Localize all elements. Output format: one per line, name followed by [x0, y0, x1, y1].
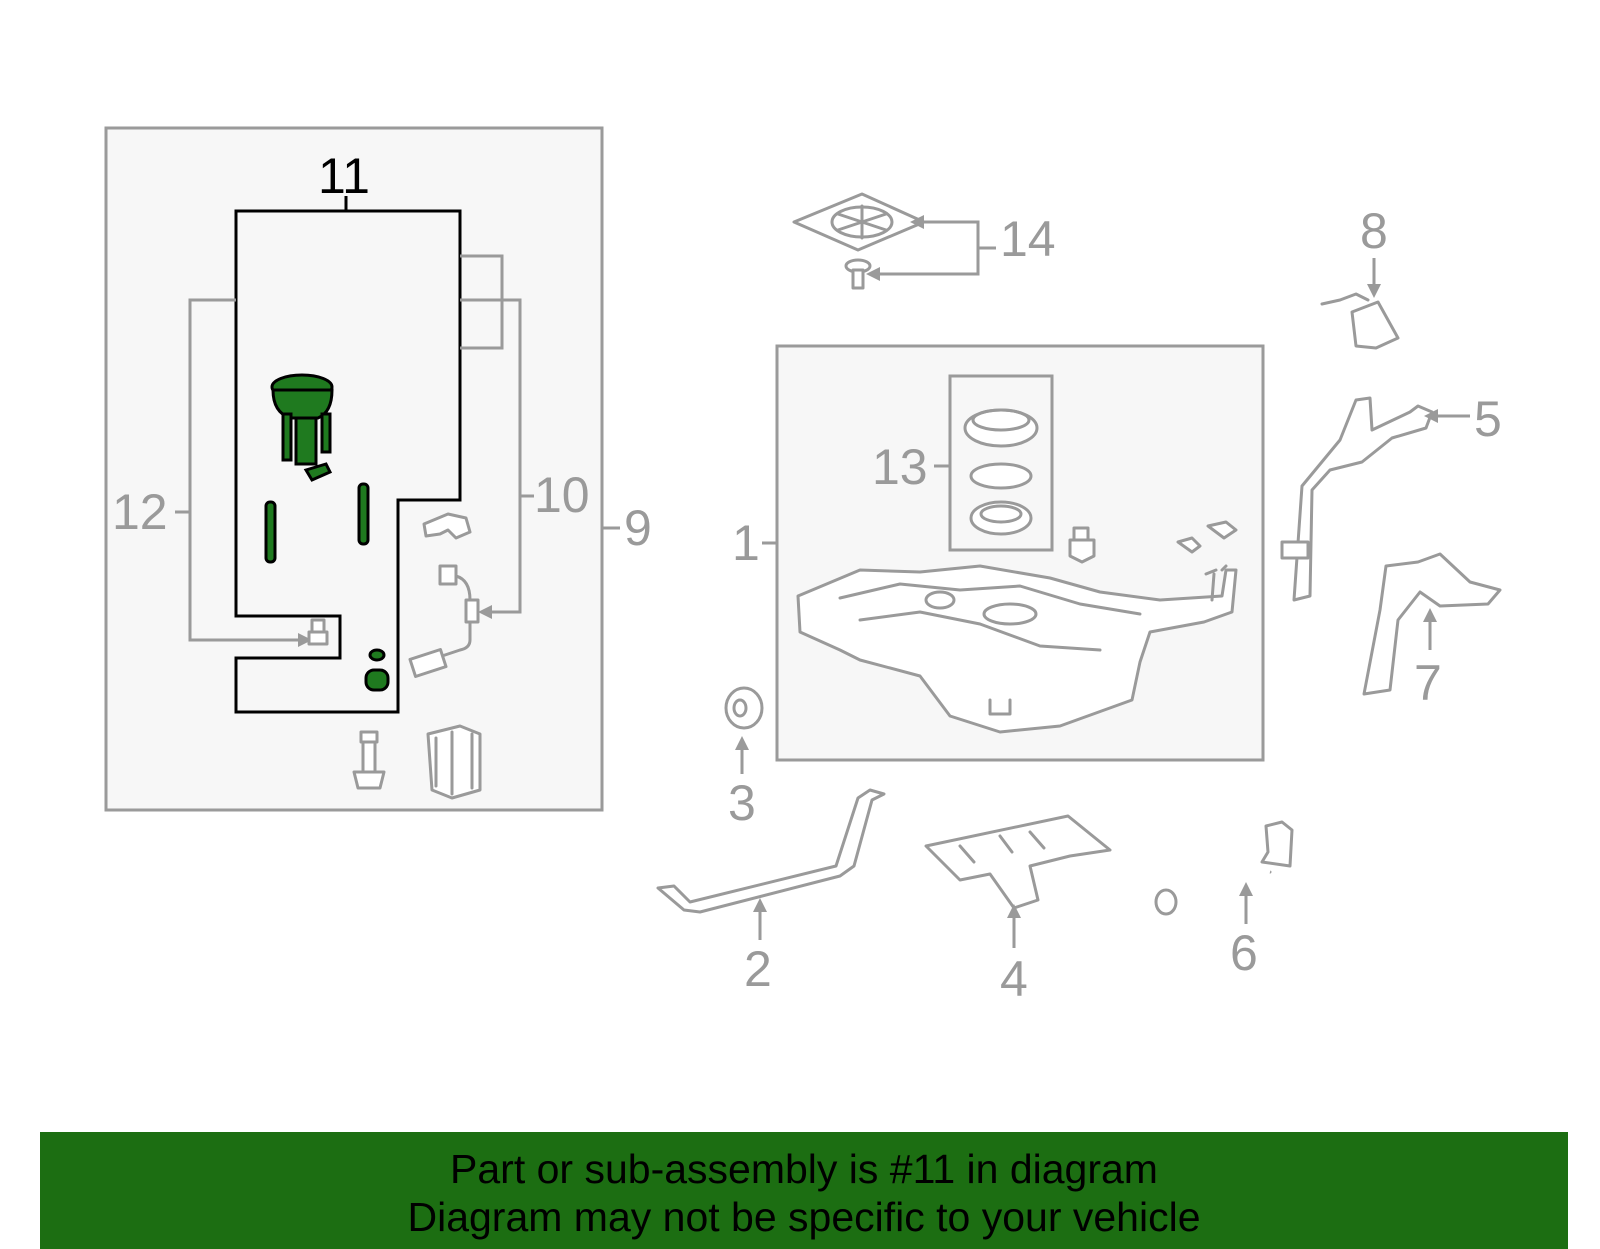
check-valve-12[interactable] [307, 618, 329, 646]
pump-tube-left [281, 412, 293, 462]
heat-shield-4[interactable] [924, 814, 1112, 910]
filter-cup[interactable] [364, 668, 390, 692]
part-11-outline[interactable] [234, 209, 462, 714]
callout-14: 14 [1000, 211, 1056, 267]
callout-3: 3 [728, 775, 756, 831]
pump-canister [294, 416, 318, 466]
subassembly-box-9 [104, 126, 604, 812]
callout-1: 1 [732, 515, 760, 571]
info-banner: Part or sub-assembly is #11 in diagram D… [40, 1132, 1568, 1249]
callout-10: 10 [534, 467, 590, 523]
fuel-cap-8[interactable] [1320, 292, 1400, 350]
tank-clips[interactable] [1176, 520, 1238, 554]
gasket-13[interactable] [969, 462, 1033, 490]
banner-line-1: Part or sub-assembly is #11 in diagram [450, 1146, 1158, 1192]
callout-13: 13 [872, 439, 928, 495]
arrow-10 [478, 605, 492, 619]
lock-ring-13[interactable] [963, 408, 1039, 448]
banner-line-2: Diagram may not be specific to your vehi… [407, 1194, 1201, 1240]
callout-9: 9 [624, 500, 652, 556]
heat-shield-4-detail [958, 830, 1046, 864]
fuel-tank-1[interactable] [796, 564, 1238, 734]
seal-13[interactable] [969, 500, 1033, 536]
arrow-12 [298, 633, 312, 647]
leader-10 [460, 298, 522, 614]
callout-4: 4 [1000, 951, 1028, 1007]
arrow-2 [753, 898, 767, 912]
callout-2: 2 [744, 941, 772, 997]
arrow-3 [735, 736, 749, 750]
sender-unit-10[interactable] [408, 564, 480, 679]
filler-hose-6[interactable] [1154, 820, 1294, 916]
callout-5: 5 [1474, 391, 1502, 447]
callout-6: 6 [1230, 925, 1258, 981]
filler-protector-7[interactable] [1362, 552, 1502, 696]
hose-right[interactable] [357, 482, 370, 546]
hose-left[interactable] [264, 500, 277, 564]
grommet-3[interactable] [724, 686, 764, 730]
vent-valve[interactable] [1068, 526, 1096, 564]
callout-7: 7 [1414, 655, 1442, 711]
arrow-5 [1424, 409, 1438, 423]
arrow-14b [866, 267, 880, 281]
arrow-7 [1423, 608, 1437, 622]
access-cover-14[interactable] [792, 192, 926, 252]
arrow-4 [1007, 904, 1021, 918]
screw-14[interactable] [844, 258, 872, 290]
leader-10-inner [460, 254, 504, 350]
clip-part[interactable] [422, 512, 472, 540]
fuel-pump-module[interactable] [270, 373, 334, 482]
arrow-6 [1239, 882, 1253, 896]
pump-tube-right [320, 412, 332, 454]
callout-12: 12 [112, 484, 168, 540]
arrow-14a [910, 215, 924, 229]
tank-strap-2[interactable] [656, 788, 886, 914]
fuel-filter[interactable] [352, 730, 386, 790]
filler-neck-5[interactable] [1280, 396, 1434, 602]
leader-12 [188, 298, 300, 642]
pump-foot [303, 462, 333, 482]
arrow-8 [1367, 284, 1381, 298]
seal-box-13 [948, 374, 1054, 552]
callout-11: 11 [318, 148, 370, 204]
o-ring-small[interactable] [368, 648, 386, 662]
pump-body [271, 388, 334, 420]
callout-8: 8 [1360, 203, 1388, 259]
pump-bracket[interactable] [426, 724, 482, 800]
